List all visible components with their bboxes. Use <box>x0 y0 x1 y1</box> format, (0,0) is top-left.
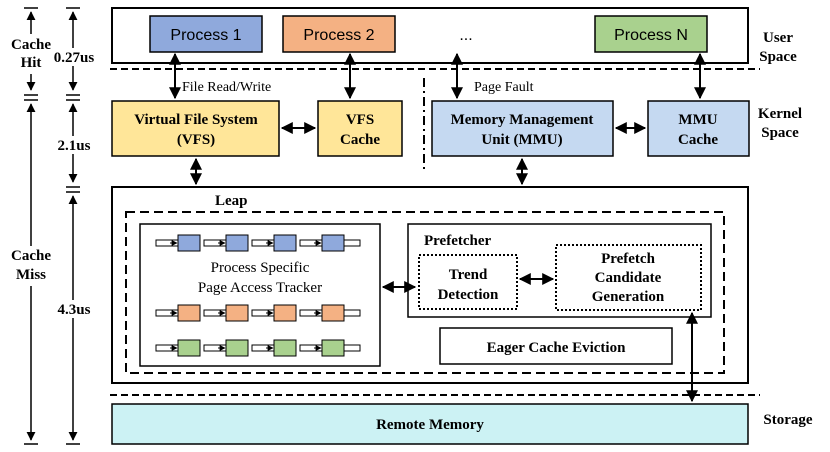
prefetch-candidate-box[interactable] <box>555 244 702 311</box>
tracker-pointer-cell <box>299 309 323 317</box>
process-n-label: Process N <box>614 27 688 44</box>
process-1-box[interactable] <box>149 15 263 53</box>
tracker-pointer-cell <box>155 344 179 352</box>
cache-hit-label-2: Hit <box>21 55 42 71</box>
tracker-tail-cell <box>343 239 361 247</box>
tracker-node-green <box>225 339 249 357</box>
process-n-box[interactable] <box>594 15 708 53</box>
tracker-pointer-cell <box>155 309 179 317</box>
process-1-label: Process 1 <box>170 27 241 44</box>
tracker-node-orange <box>225 304 249 322</box>
prefetch-candidate-label-2: Candidate <box>595 270 662 286</box>
tracker-pointer-cell <box>203 239 227 247</box>
tracker-tail-cell <box>343 309 361 317</box>
tracker-node-orange <box>321 304 345 322</box>
trend-detection-label-2: Detection <box>438 287 499 303</box>
user-space: Process 1 Process 2 ... Process N <box>111 7 749 64</box>
mmu-cache-label-1: MMU <box>678 112 717 128</box>
vfs-cache-label-1: VFS <box>346 112 374 128</box>
remote-memory-label: Remote Memory <box>376 417 484 433</box>
file-read-write-label: File Read/Write <box>182 80 271 95</box>
cache-miss-label-1: Cache <box>11 248 51 264</box>
tracker-pointer-cell <box>155 239 179 247</box>
prefetch-candidate-label-3: Generation <box>592 289 665 305</box>
cache-hit-label-1: Cache <box>11 37 51 53</box>
prefetch-candidate-label-1: Prefetch <box>601 251 656 267</box>
user-space-label-2: Space <box>759 49 797 65</box>
tracker-pointer-cell <box>251 309 275 317</box>
page-fault-label: Page Fault <box>474 80 534 95</box>
tracker-node-blue <box>225 234 249 252</box>
tracker-node-blue <box>273 234 297 252</box>
process-2-label: Process 2 <box>303 27 374 44</box>
right-labels: User Space Kernel Space Storage <box>758 30 813 428</box>
tracker-tail-cell <box>343 344 361 352</box>
tracker-pointer-cell <box>251 239 275 247</box>
latency-leap-label: 4.3us <box>58 302 91 318</box>
process-ellipsis: ... <box>459 27 472 44</box>
vfs-cache-box[interactable] <box>317 100 403 157</box>
tracker-pointer-cell <box>203 344 227 352</box>
tracker-node-blue <box>177 234 201 252</box>
trend-detection-label-1: Trend <box>449 267 488 283</box>
tracker-node-green <box>177 339 201 357</box>
storage-layer: Remote Memory <box>111 403 749 445</box>
tracker-pointer-cell <box>203 309 227 317</box>
mmu-box[interactable] <box>431 100 614 157</box>
leap-title: Leap <box>215 193 248 209</box>
vfs-cache-label-2: Cache <box>340 132 380 148</box>
storage-label: Storage <box>763 412 812 428</box>
tracker-node-orange <box>177 304 201 322</box>
tracker-node-green <box>321 339 345 357</box>
user-space-label-1: User <box>763 30 793 46</box>
tracker-rows <box>155 234 361 357</box>
mmu-label-1: Memory Management <box>451 112 594 128</box>
mmu-label-2: Unit (MMU) <box>481 132 562 148</box>
remote-memory-box[interactable] <box>111 403 749 445</box>
mmu-cache-label-2: Cache <box>678 132 718 148</box>
eager-eviction-label: Eager Cache Eviction <box>487 340 627 356</box>
leap-inner-dashed <box>125 211 725 374</box>
kernel-space-label-2: Space <box>761 125 799 141</box>
leap-module: Leap Process Specific Page Access Tracke… <box>111 186 749 384</box>
tracker-pointer-cell <box>299 344 323 352</box>
trend-detection-box[interactable] <box>418 254 518 310</box>
tracker-node-green <box>273 339 297 357</box>
latency-kernel-label: 2.1us <box>58 138 91 154</box>
vfs-label-2: (VFS) <box>177 132 215 148</box>
kernel-space: Virtual File System (VFS) VFS Cache Memo… <box>111 100 750 157</box>
tracker-pointer-cell <box>299 239 323 247</box>
cache-miss-label-2: Miss <box>16 267 46 283</box>
vfs-box[interactable] <box>111 100 280 157</box>
vfs-label-1: Virtual File System <box>134 112 258 128</box>
process-2-box[interactable] <box>282 15 396 53</box>
prefetcher-title: Prefetcher <box>424 233 492 249</box>
tracker-label-2: Page Access Tracker <box>198 280 322 296</box>
eager-eviction-box[interactable] <box>439 327 673 365</box>
left-axis: Cache Hit Cache Miss 0.27us 2.1us 4.3us <box>6 7 96 445</box>
tracker-pointer-cell <box>251 344 275 352</box>
tracker-node-orange <box>273 304 297 322</box>
tracker-node-blue <box>321 234 345 252</box>
kernel-space-label-1: Kernel <box>758 106 802 122</box>
tracker-label-1: Process Specific <box>211 260 310 276</box>
latency-user-label: 0.27us <box>54 50 95 66</box>
mmu-cache-box[interactable] <box>647 100 750 157</box>
